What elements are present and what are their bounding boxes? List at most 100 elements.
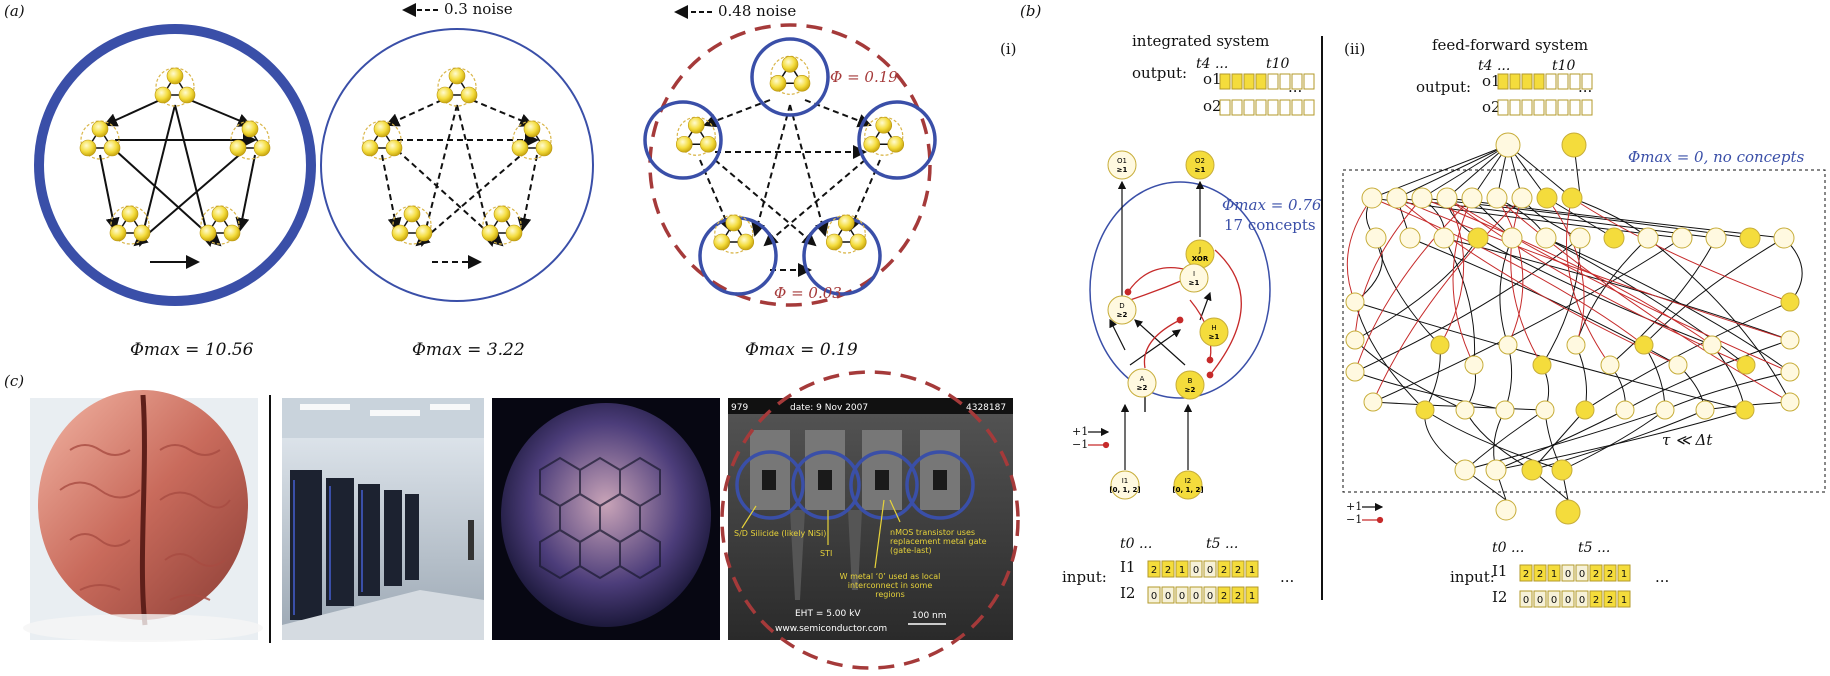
input-i1-cell-5: 0	[1203, 560, 1217, 578]
ff-node-top-2	[1386, 187, 1408, 209]
brain-photo	[23, 390, 263, 642]
node-a: A≥2	[1127, 368, 1157, 398]
network-2-cluster-1	[436, 67, 478, 107]
svg-text:1: 1	[1621, 569, 1627, 580]
phi-local: Φ = 0.19	[830, 68, 898, 86]
svg-text:A: A	[1140, 375, 1145, 383]
ff-node-o2	[1561, 132, 1587, 158]
node-i2: I2[0, 1, 2]	[1172, 470, 1204, 500]
output-cell	[1291, 99, 1303, 116]
part-i-label: (i)	[1000, 40, 1017, 58]
output-cell	[1521, 73, 1533, 90]
network-3-boundary	[648, 23, 932, 307]
svg-text:0: 0	[1193, 565, 1199, 576]
input-i2-cell-3: 0	[1175, 586, 1189, 604]
svg-text:0: 0	[1565, 569, 1571, 580]
ff-node-r3-5	[1566, 335, 1586, 355]
ff-node-r2-9	[1637, 227, 1659, 249]
network-2-cluster-2	[361, 120, 403, 160]
svg-text:0: 0	[1523, 595, 1529, 606]
output-cell	[1557, 73, 1569, 90]
unit-node	[403, 205, 421, 223]
svg-text:1: 1	[1249, 565, 1255, 576]
svg-text:≥1: ≥1	[1195, 166, 1206, 174]
output-cell	[1509, 99, 1521, 116]
sem-nmos-label: nMOS transistor uses replacement metal g…	[890, 528, 987, 555]
network-1	[34, 24, 316, 306]
unit-node	[523, 120, 541, 138]
unit-node	[725, 214, 743, 232]
svg-text:B: B	[1188, 377, 1193, 385]
svg-text:≥2: ≥2	[1185, 386, 1196, 394]
ff-node-o1	[1495, 132, 1521, 158]
unit-node	[481, 224, 499, 242]
ff-node-r2-4	[1467, 227, 1489, 249]
legend-pos-label-i: +1	[1072, 425, 1088, 438]
input-i1-cell-4: 0	[1189, 560, 1203, 578]
svg-text:XOR: XOR	[1192, 255, 1209, 263]
input-ii-1-cell-8: 1	[1617, 564, 1631, 582]
unit-node	[769, 75, 787, 92]
network-1-cluster-4	[109, 205, 151, 245]
ff-node-r4-3	[1495, 400, 1515, 420]
ff-node-r4-6	[1615, 400, 1635, 420]
input-i1-cell-1: 2	[1147, 560, 1161, 578]
svg-text:I1: I1	[1122, 477, 1129, 485]
svg-text:J: J	[1198, 246, 1201, 254]
network-3-cluster-3	[863, 116, 905, 156]
svg-text:≥1: ≥1	[1189, 279, 1200, 287]
node-i: I≥1	[1179, 263, 1209, 293]
phi-max-3: Φmax = 0.19	[745, 340, 858, 360]
panel-b-label: (b)	[1020, 2, 1041, 20]
t-in-mid-i: t5 ...	[1206, 536, 1238, 552]
output-cell	[1291, 73, 1303, 90]
unit-node	[415, 224, 433, 242]
input-ii-1-cell-6: 2	[1589, 564, 1603, 582]
output-cell	[1569, 73, 1581, 90]
svg-text:0: 0	[1193, 591, 1199, 602]
legend-neg-label-i: −1	[1072, 438, 1088, 451]
ff-node-r2-8	[1603, 227, 1625, 249]
unit-node	[837, 214, 855, 232]
legend-neg-label-ii: −1	[1346, 513, 1362, 526]
sem-site: www.semiconductor.com	[775, 624, 887, 634]
node-b: B≥2	[1175, 370, 1205, 400]
ff-node-midr-4	[1780, 392, 1800, 412]
chip-photo	[492, 398, 720, 640]
input-label-i: input:	[1062, 568, 1107, 586]
ff-node-r3-3	[1498, 335, 1518, 355]
input-ii-1-cell-4: 0	[1561, 564, 1575, 582]
input-i2-cell-7: 2	[1231, 586, 1245, 604]
output-cell	[1231, 73, 1243, 90]
input-ii-2-cell-5: 0	[1575, 590, 1589, 608]
svg-text:0: 0	[1179, 591, 1185, 602]
unit-node	[166, 67, 184, 85]
unit-node	[241, 120, 259, 138]
svg-text:0: 0	[1579, 595, 1585, 606]
t-out-end-i: t10	[1266, 56, 1290, 72]
sem-right-code: 4328187	[966, 403, 1006, 413]
I1-label-ii: I1	[1492, 562, 1507, 580]
t-in-start-i: t0 ...	[1120, 536, 1152, 552]
legend-ii: +1 −1	[1346, 500, 1384, 526]
ff-node-r4-8	[1695, 400, 1715, 420]
input-ii-2-cell-4: 0	[1561, 590, 1575, 608]
output-cell	[1243, 73, 1255, 90]
ff-node-midr-3	[1780, 362, 1800, 382]
unit-node	[253, 139, 271, 157]
output-cell	[1581, 99, 1593, 116]
ff-node-mid-2	[1345, 330, 1365, 350]
ff-node-r3-9	[1702, 335, 1722, 355]
output-block-i: output: t4 ... t10 o1 o2 ...	[1132, 56, 1315, 116]
ff-node-r2-13	[1773, 227, 1795, 249]
output-cell	[1303, 73, 1315, 90]
unit-node	[223, 224, 241, 242]
output-cell	[1279, 99, 1291, 116]
svg-text:0: 0	[1551, 595, 1557, 606]
phi-max-2: Φmax = 3.22	[412, 340, 525, 360]
svg-text:2: 2	[1165, 565, 1171, 576]
noise-label-1: 0.3 noise	[444, 0, 513, 18]
unit-node	[448, 67, 466, 85]
